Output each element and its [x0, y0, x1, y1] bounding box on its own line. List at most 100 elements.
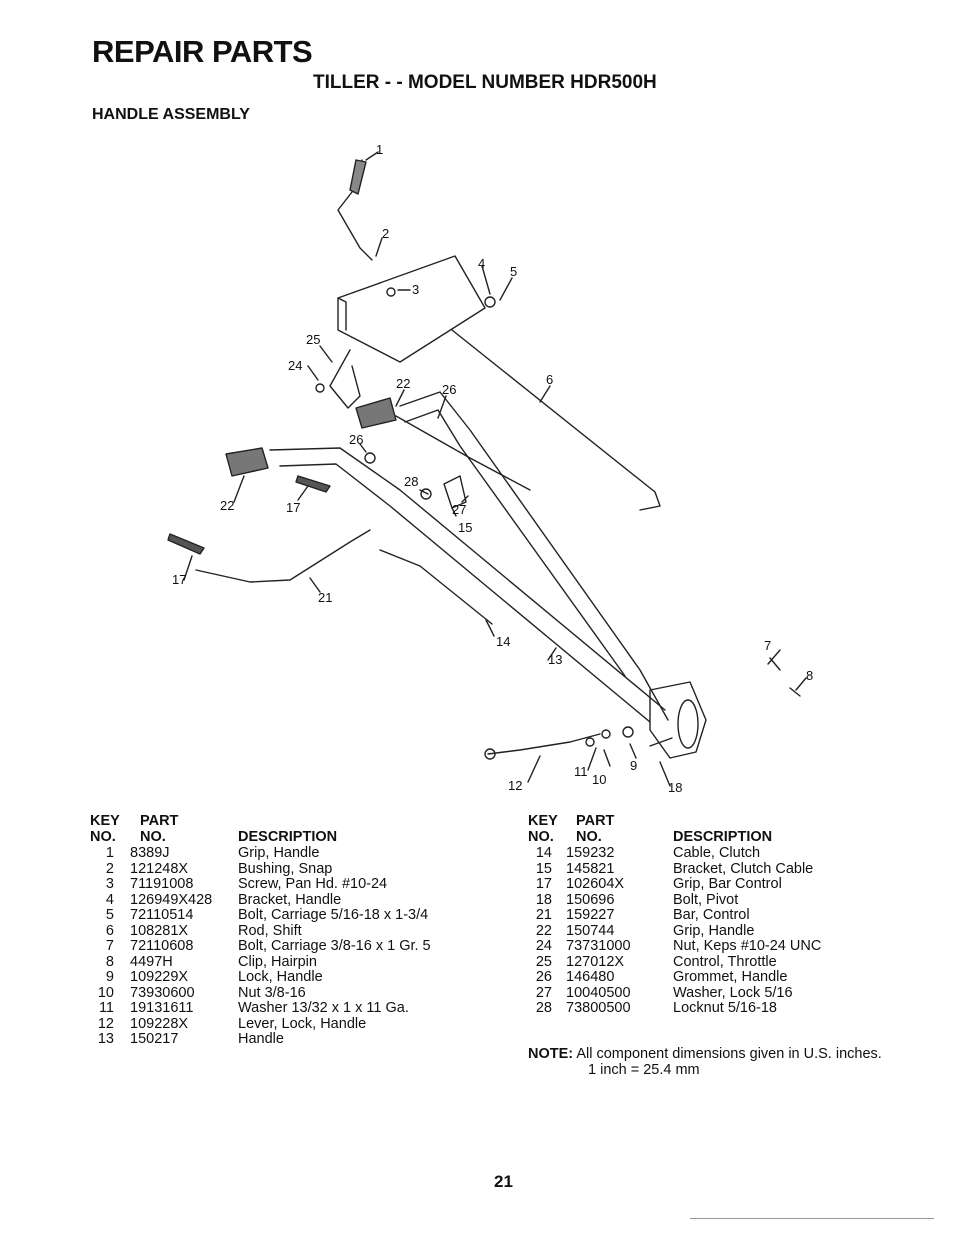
description: Bar, Control [673, 907, 750, 923]
part-no: 150696 [566, 891, 615, 908]
part-no: 159232 [566, 845, 615, 861]
callout-4: 4 [478, 256, 485, 271]
note-label: NOTE: [528, 1046, 574, 1062]
description: Bracket, Clutch Cable [673, 860, 814, 877]
bar-control-grip-part-17 [295, 475, 331, 493]
header-part-no: NO. [140, 828, 166, 845]
callout-14: 14 [496, 634, 510, 649]
clutch-cable-part-14 [379, 549, 493, 625]
callout-8: 8 [806, 668, 813, 683]
table-row: 11 19131611 Washer 13/32 x 1 x 11 Ga. [90, 1000, 490, 1017]
table-row: 3 71191008 Screw, Pan Hd. #10-24 [90, 876, 490, 893]
key-no: 26 [535, 969, 552, 985]
key-no: 15 [535, 860, 552, 877]
callout-21: 21 [318, 590, 332, 605]
description: Clip, Hairpin [238, 953, 317, 970]
description: Bolt, Pivot [673, 891, 739, 908]
description: Control, Throttle [673, 953, 777, 970]
key-no: 3 [105, 876, 114, 892]
callout-17: 17 [172, 572, 186, 587]
part-no: 72110608 [130, 938, 194, 954]
callout-15: 15 [458, 520, 472, 535]
callout-24: 24 [288, 358, 302, 373]
callout-26: 26 [349, 432, 363, 447]
description: Handle [238, 1031, 284, 1047]
callout-26: 26 [442, 382, 456, 397]
lower-housing [649, 681, 707, 759]
callout-6: 6 [546, 372, 553, 387]
key-no: 5 [105, 907, 114, 923]
description: Bracket, Handle [238, 891, 342, 908]
model-subtitle: TILLER - - MODEL NUMBER HDR500H [313, 72, 657, 93]
key-no: 10 [97, 984, 114, 1001]
part-no: 71191008 [130, 876, 194, 892]
dimension-note: NOTE: All component dimensions given in … [528, 1046, 882, 1078]
part-no: 145821 [566, 860, 615, 877]
part-no: 102604X [566, 876, 625, 892]
handle-assembly-diagram: 1 2 3 4 5 6 25 24 22 26 26 28 27 15 22 1… [167, 142, 813, 795]
callout-17: 17 [286, 500, 300, 515]
callout-3: 3 [412, 282, 419, 297]
key-no: 25 [535, 953, 552, 970]
part-no: 73930600 [130, 984, 195, 1001]
key-no: 7 [105, 938, 114, 954]
key-no: 18 [535, 891, 552, 908]
header-key: KEY [90, 813, 120, 829]
description: Grip, Handle [238, 845, 320, 861]
header-no: NO. [90, 828, 116, 845]
key-no: 22 [535, 922, 552, 939]
key-no: 13 [97, 1031, 114, 1047]
description: Lever, Lock, Handle [238, 1015, 367, 1032]
header-part: PART [140, 813, 179, 829]
part-no: 19131611 [130, 1000, 194, 1016]
table-row: 18 150696 Bolt, Pivot [528, 891, 928, 909]
description: Grommet, Handle [673, 969, 788, 985]
key-no: 1 [105, 845, 114, 861]
description: Washer 13/32 x 1 x 11 Ga. [238, 1000, 409, 1016]
key-no: 12 [97, 1015, 114, 1032]
description: Washer, Lock 5/16 [673, 984, 793, 1001]
key-no: 24 [535, 938, 552, 954]
part-no: 73731000 [566, 938, 631, 954]
page-title: REPAIR PARTS [92, 34, 313, 69]
description: Screw, Pan Hd. #10-24 [238, 876, 388, 892]
key-no: 14 [535, 845, 552, 861]
part-no: 109228X [130, 1015, 189, 1032]
key-no: 11 [98, 1000, 114, 1016]
callout-11: 11 [574, 764, 588, 779]
description: Nut 3/8-16 [238, 984, 306, 1001]
callout-12: 12 [508, 778, 522, 793]
lock-lever-part-12 [487, 733, 601, 755]
callout-1: 1 [376, 142, 383, 157]
table-row: 12 109228X Lever, Lock, Handle [90, 1015, 490, 1033]
part-no: 108281X [130, 922, 189, 939]
header-key: KEY [528, 813, 558, 829]
key-no: 28 [535, 1000, 552, 1016]
callout-2: 2 [382, 226, 389, 241]
key-no: 21 [535, 907, 552, 923]
callout-5: 5 [510, 264, 517, 279]
part-no: 72110514 [130, 907, 194, 923]
callout-25: 25 [306, 332, 320, 347]
grip-handle-part-22 [225, 447, 269, 477]
key-no: 8 [105, 953, 114, 970]
table-header: KEY NO. PART NO. DESCRIPTION [528, 813, 928, 846]
key-no: 2 [105, 860, 114, 877]
handle-part-13 [269, 447, 666, 711]
handle-bracket-part-4 [337, 255, 486, 363]
